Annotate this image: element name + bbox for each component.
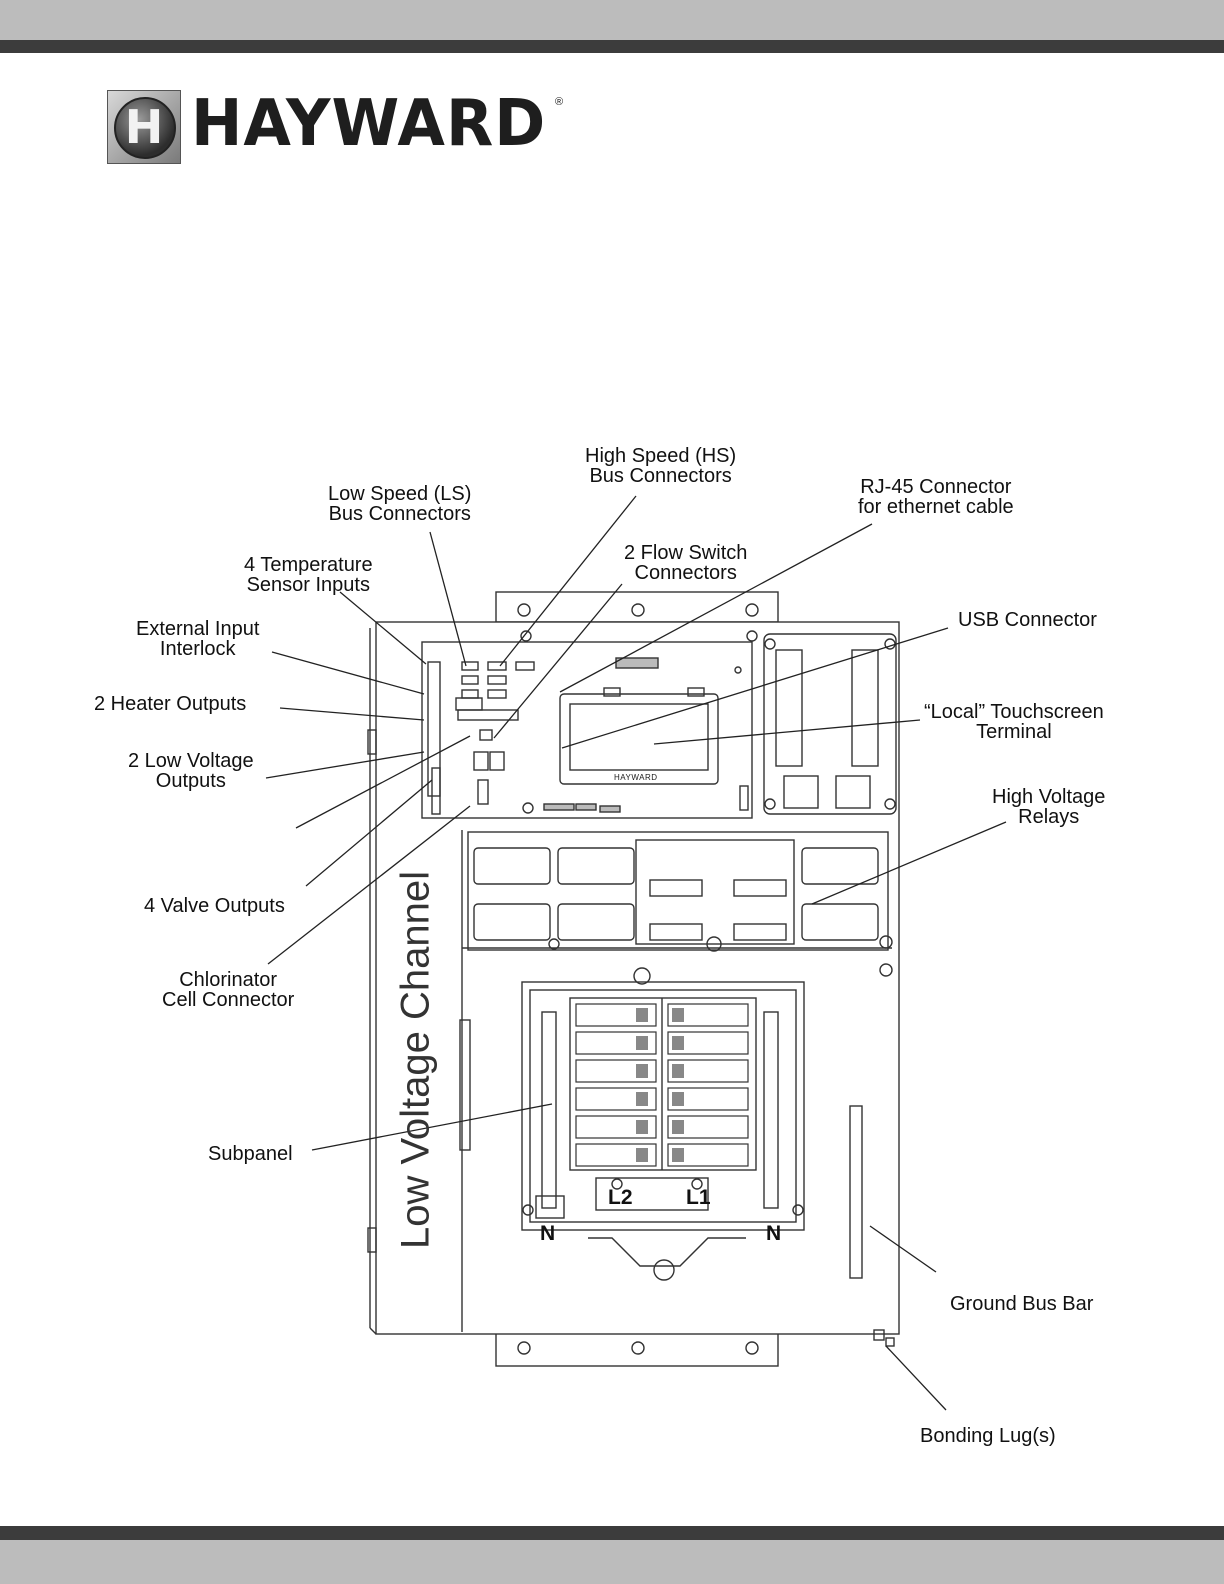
footer-stripe <box>0 1526 1224 1540</box>
registered-mark: ® <box>555 96 564 108</box>
label-heater-outputs: 2 Heater Outputs <box>94 693 247 715</box>
neutral-right: N <box>766 1222 782 1245</box>
terminal-l1: L1 <box>686 1186 711 1209</box>
touchscreen-brand: HAYWARD <box>614 773 658 782</box>
label-valve-outputs: 4 Valve Outputs <box>144 895 285 917</box>
header-stripe <box>0 40 1224 53</box>
leader-lines <box>265 495 1007 1411</box>
neutral-bar-left <box>541 1011 557 1209</box>
local-touchscreen <box>559 693 719 785</box>
subpanel <box>521 981 805 1231</box>
label-low-speed-bus: Low Speed (LS)Bus Connectors <box>328 483 472 525</box>
header-band <box>0 0 1224 40</box>
label-ground-bus-bar: Ground Bus Bar <box>950 1293 1094 1315</box>
bottom-mounting-tab <box>495 1331 779 1367</box>
breaker-array <box>575 1003 749 1167</box>
label-bonding-lug: Bonding Lug(s) <box>920 1425 1056 1447</box>
label-subpanel: Subpanel <box>208 1143 293 1165</box>
logo-letter: H <box>124 100 164 154</box>
terminal-strip <box>427 661 441 797</box>
brand-name: HAYWARD <box>191 87 547 161</box>
high-voltage-relay-bay <box>467 831 889 951</box>
usb-module <box>763 633 897 815</box>
low-voltage-channel-label: Low Voltage Channel <box>393 870 438 1250</box>
ground-bus-bar <box>849 1105 863 1279</box>
label-usb-connector: USB Connector <box>958 609 1097 631</box>
label-high-speed-bus: High Speed (HS)Bus Connectors <box>585 445 737 487</box>
terminal-l2: L2 <box>608 1186 633 1209</box>
hayward-logo-mark-icon: H <box>107 90 181 164</box>
footer-band <box>0 1540 1224 1584</box>
neutral-bar-right <box>763 1011 779 1209</box>
hayward-logo: H HAYWARD ® <box>107 87 577 165</box>
neutral-left: N <box>540 1222 556 1245</box>
